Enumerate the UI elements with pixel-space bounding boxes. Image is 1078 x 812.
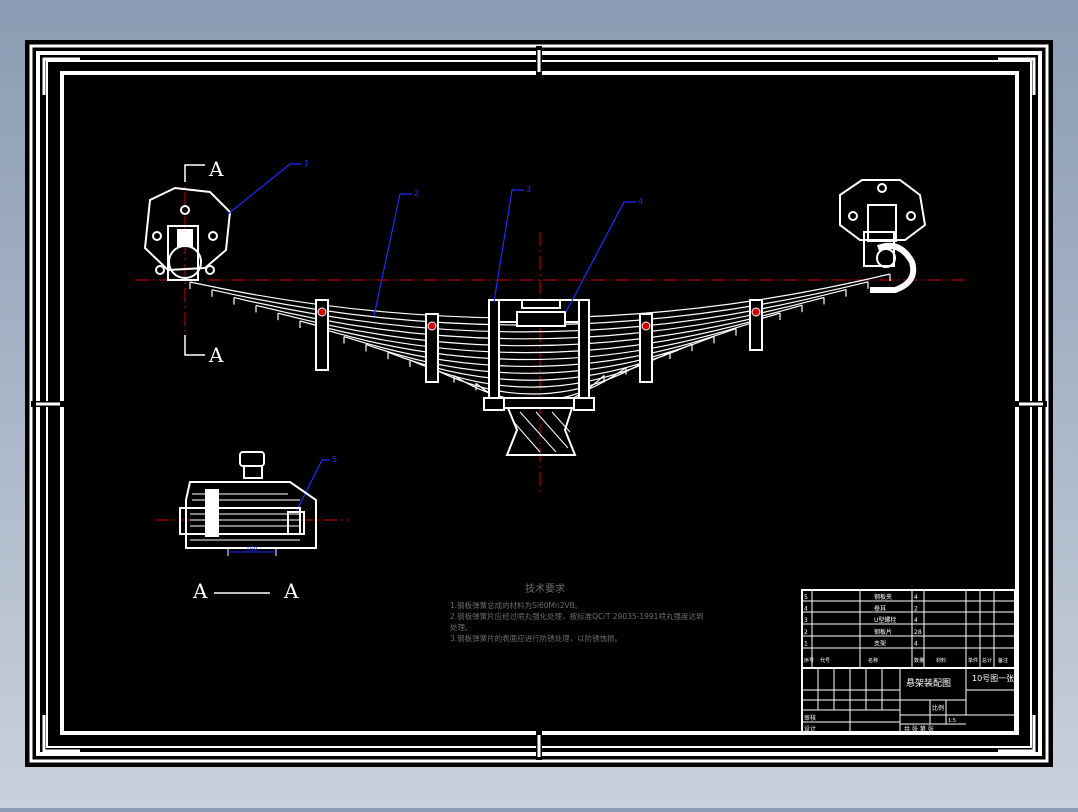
spring-leaf — [321, 320, 759, 361]
parts-list-cell: 钢板夹 — [874, 593, 892, 601]
spring-leaf — [431, 359, 649, 395]
review-label: 审核 — [804, 714, 816, 722]
axle-seat — [489, 299, 591, 456]
parts-list-header: 单件 — [968, 657, 978, 664]
leader-number-group: 1 2 3 4 5 — [304, 159, 643, 464]
dimension-label: 150 — [246, 546, 258, 553]
section-label-top: A — [208, 157, 224, 181]
leader-number: 3 — [526, 185, 531, 194]
leader-number: 5 — [332, 455, 337, 464]
parts-list-cell: 4 — [914, 594, 918, 601]
title-block-text: 悬架装配图 10号图一张 比例 1:5 审核 设计 共 张 第 张 — [804, 674, 1014, 733]
left-bracket — [143, 186, 232, 281]
parts-list-header: 名称 — [868, 657, 878, 664]
tech-req-line: 2.钢板弹簧片应经过喷丸强化处理，按标准QC/T 29035-1991喷丸强度达… — [450, 611, 703, 621]
leader-number: 1 — [304, 159, 309, 168]
scale-label: 比例 — [932, 704, 944, 712]
parts-list-cell: 钢板片 — [874, 628, 892, 636]
section-markers — [184, 164, 270, 594]
parts-list-header: 数量 — [914, 657, 924, 664]
scale-value: 1:5 — [948, 718, 956, 724]
parts-list-cell: 卷耳 — [874, 605, 886, 613]
right-bracket — [839, 179, 927, 293]
parts-list-cell: 3 — [804, 617, 808, 624]
clip-bolt — [751, 307, 761, 317]
clip-bolt — [317, 307, 327, 317]
parts-list-header: 代号 — [820, 657, 830, 664]
spring-leaf — [255, 296, 825, 340]
spring-leaf — [343, 328, 737, 368]
clip-bolt — [641, 321, 651, 331]
parts-list-header: 总计 — [982, 657, 992, 664]
tech-req-line: 处理。 — [450, 622, 473, 632]
spring-clip — [639, 313, 653, 383]
parts-list-cell: 4 — [914, 640, 918, 647]
parts-list-cell: 28 — [914, 629, 922, 636]
spring-clip — [315, 299, 329, 371]
u-bolts — [483, 299, 595, 411]
parts-list-cell: 2 — [804, 629, 808, 636]
clip-bolt — [427, 321, 437, 331]
tech-req-line: 3.钢板弹簧片的表面应进行防锈处理，以防锈蚀损。 — [450, 633, 622, 643]
tech-requirements: 技术要求 1.钢板弹簧总成的材料为Si60Mn2VB。 2.钢板弹簧片应经过喷丸… — [450, 582, 703, 643]
parts-list-header: 备注 — [998, 657, 1008, 664]
drawing-code: 10号图一张 — [972, 674, 1014, 683]
spring-clips — [315, 299, 763, 383]
parts-list-cell: 支架 — [874, 639, 886, 647]
section-view-aa — [179, 451, 317, 556]
leader-number: 4 — [638, 197, 643, 206]
parts-list-header: 材料 — [936, 657, 946, 664]
parts-list-cell: 4 — [804, 606, 808, 613]
spring-clip — [425, 313, 439, 383]
sheet-info: 共 张 第 张 — [904, 725, 934, 733]
parts-list-cell: 5 — [804, 594, 808, 601]
corner-marks — [42, 57, 1036, 753]
drawing-title: 悬架装配图 — [906, 677, 951, 689]
spring-leaf — [277, 304, 803, 347]
view-label-left: A — [192, 579, 208, 603]
parts-list-cell: 4 — [914, 617, 918, 624]
section-label-bottom: A — [208, 343, 224, 367]
leader-lines — [227, 163, 636, 513]
tech-requirements-title: 技术要求 — [525, 582, 565, 595]
title-block — [801, 589, 1016, 734]
view-label-right: A — [283, 579, 299, 603]
design-label: 设计 — [804, 725, 816, 733]
parts-list-cell: 2 — [914, 606, 918, 613]
parts-list-cell: 1 — [804, 640, 808, 647]
parts-list-header: 序号 — [804, 657, 814, 664]
section-label-group: A A A A — [192, 157, 299, 603]
parts-list: 5 钢板夹 4 4 卷耳 2 3 U型螺栓 4 2 钢板片 28 1 支架 4 序号代号 名称 数量 材料 单件总计备… — [804, 593, 1008, 664]
spring-leaf — [299, 312, 781, 354]
leader-number: 2 — [414, 189, 419, 198]
parts-list-cell: U型螺栓 — [874, 616, 896, 624]
tech-req-line: 1.钢板弹簧总成的材料为Si60Mn2VB。 — [450, 600, 582, 610]
